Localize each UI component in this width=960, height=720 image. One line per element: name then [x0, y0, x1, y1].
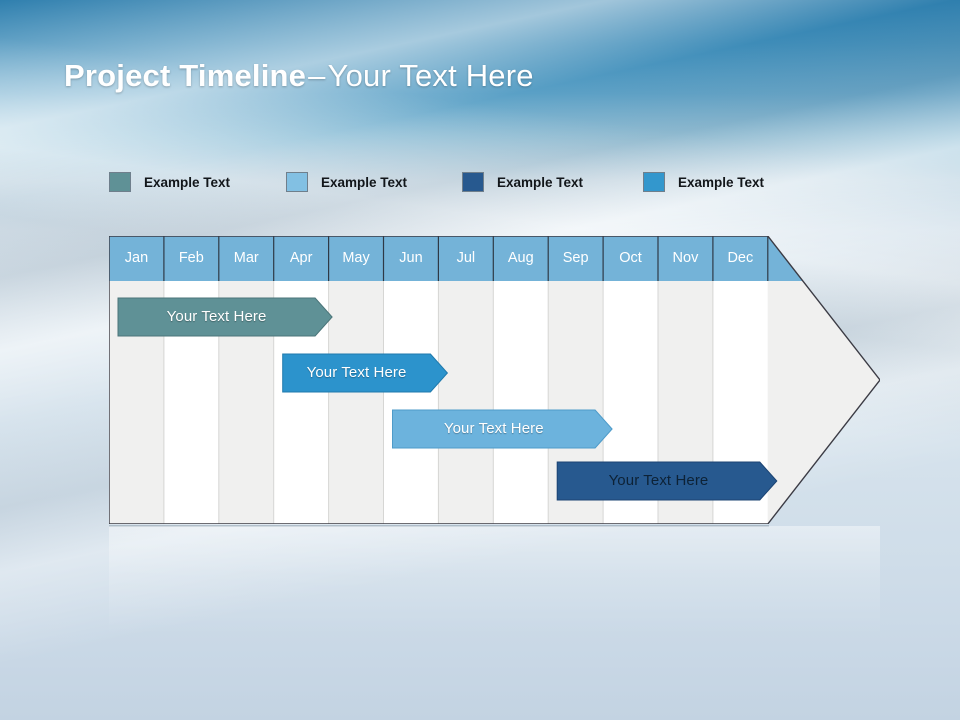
- legend-item-4[interactable]: Example Text: [643, 170, 764, 194]
- legend-swatch-icon-4: [643, 172, 665, 192]
- title-dash: –: [308, 58, 326, 93]
- legend-swatch-icon-2: [286, 172, 308, 192]
- legend-label-3: Example Text: [497, 174, 584, 190]
- legend: Example Text Example Text Example Text Exam…: [109, 170, 809, 194]
- legend-label-4: Example Text: [678, 174, 765, 190]
- legend-item-2[interactable]: Example Text: [286, 170, 407, 194]
- month-band-Jul: [438, 236, 494, 524]
- task-bar-2[interactable]: [282, 353, 449, 393]
- chart-reflection: [109, 526, 880, 636]
- page-title: Project Timeline–Your Text Here: [64, 58, 534, 94]
- legend-item-1[interactable]: Example Text: [109, 170, 230, 194]
- month-header-row: [109, 236, 880, 281]
- legend-item-3[interactable]: Example Text: [462, 170, 583, 194]
- month-band-Jan: [109, 236, 164, 524]
- timeline-chart: [109, 236, 880, 524]
- title-normal-part: Your Text Here: [327, 58, 534, 93]
- timeline-arrow-svg: [109, 236, 880, 524]
- chart-reflection-edge: [109, 525, 769, 527]
- title-bold-part: Project Timeline: [64, 58, 307, 93]
- legend-swatch-icon-1: [109, 172, 131, 192]
- month-band-Aug: [493, 236, 549, 524]
- task-bar-1[interactable]: [117, 297, 333, 337]
- legend-label-1: Example Text: [144, 174, 231, 190]
- task-bar-4[interactable]: [556, 461, 778, 501]
- legend-label-2: Example Text: [321, 174, 408, 190]
- chart-outline: [109, 236, 880, 524]
- month-band-Feb: [163, 236, 219, 524]
- task-bar-3[interactable]: [392, 409, 613, 449]
- legend-swatch-icon-3: [462, 172, 484, 192]
- month-band-Mar: [218, 236, 274, 524]
